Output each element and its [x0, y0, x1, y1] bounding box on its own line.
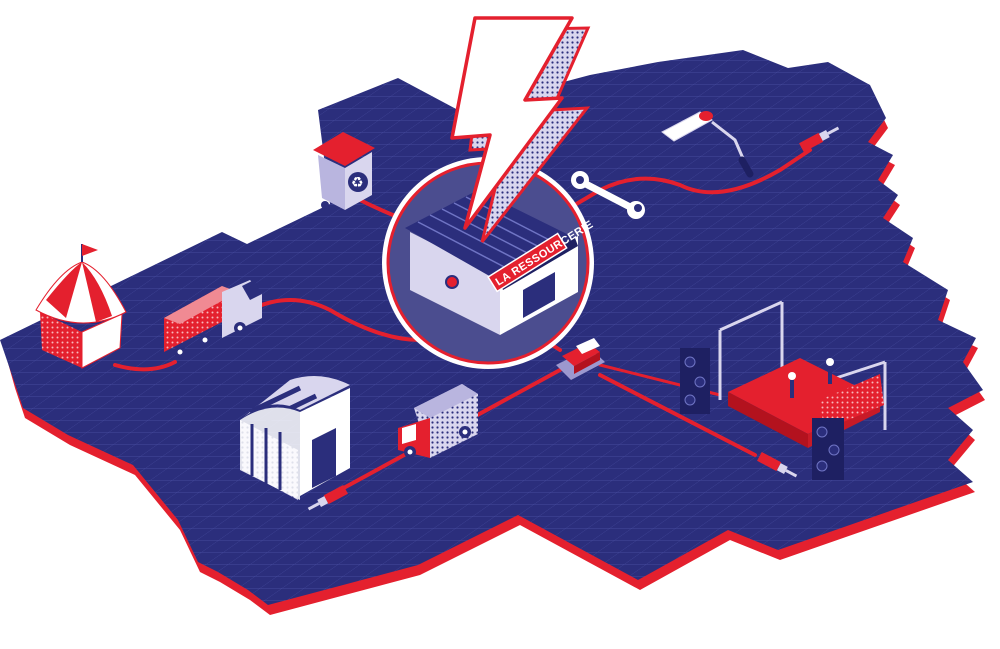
building-socket: [445, 275, 459, 289]
circus-tent-icon: [35, 244, 127, 369]
crate-icon: [556, 338, 605, 380]
tent-hangar-icon: [240, 376, 350, 500]
cable-tent: [113, 360, 177, 372]
building-door: [523, 272, 555, 318]
speaker-icon-2: [812, 418, 844, 480]
svg-text:♻: ♻: [351, 175, 364, 191]
recycling-bin-icon: ♻: [313, 132, 375, 210]
stage-truss: [718, 300, 887, 430]
cable-tool: [538, 148, 812, 227]
paint-roller-icon: [661, 111, 754, 178]
delivery-truck-icon: [398, 384, 478, 458]
semi-truck-icon: [164, 280, 262, 358]
audio-jack-icon: [799, 126, 840, 153]
audio-jack-icon-sw: [307, 484, 348, 511]
concert-stage-icon: [680, 300, 887, 480]
cable-south-east: [598, 373, 757, 457]
audio-jack-icon-se: [757, 451, 798, 478]
speaker-icon: [680, 348, 710, 414]
wrench-icon: [571, 171, 645, 219]
lightning-bolt-icon: [450, 16, 591, 243]
